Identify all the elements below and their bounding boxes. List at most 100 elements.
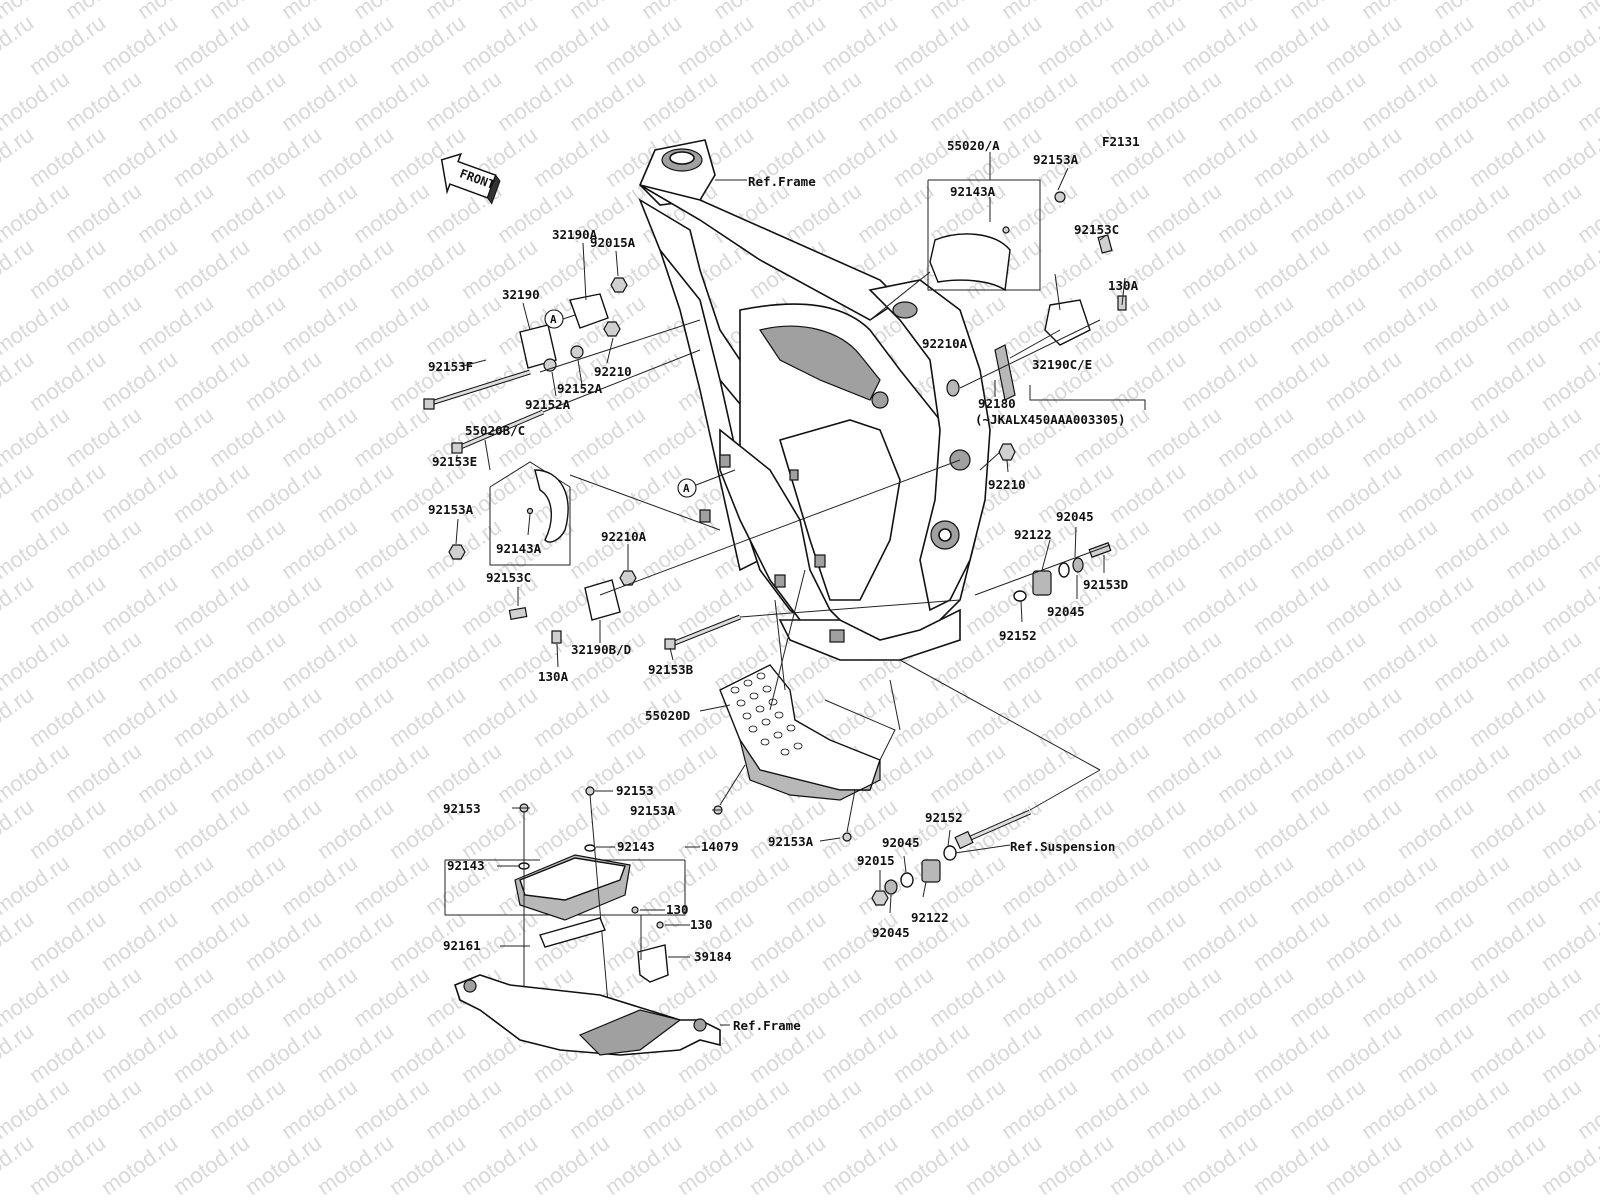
watermark-text: motod.ru [1393,906,1478,976]
watermark-text: motod.ru [1465,906,1550,976]
part-label-92143-a: 92143 [617,839,655,854]
watermark-text: motod.ru [1501,626,1586,696]
skid-plate-holes [730,672,803,756]
watermark-text: motod.ru [1213,290,1298,360]
watermark-text: motod.ru [1105,906,1190,976]
watermark-text: motod.ru [421,738,506,808]
watermark-text: motod.ru [709,1074,794,1144]
watermark-text: motod.ru [853,1074,938,1144]
watermark-text: motod.ru [817,906,902,976]
watermark-text: motod.ru [241,458,326,528]
watermark-text: motod.ru [961,10,1046,80]
watermark-text: motod.ru [1249,1018,1334,1088]
watermark-text: motod.ru [781,850,866,920]
watermark-text: motod.ru [745,10,830,80]
watermark-text: motod.ru [241,794,326,864]
watermark-text: motod.ru [1321,1130,1406,1200]
skid-plate-hole [780,748,790,756]
watermark-text: motod.ru [277,66,362,136]
skid-plate-hole [755,705,765,713]
watermark-text: motod.ru [385,570,470,640]
callout-a-left: A [550,313,557,326]
watermark-text: motod.ru [817,1018,902,1088]
watermark-text: motod.ru [313,794,398,864]
watermark-text: motod.ru [133,514,218,584]
skid-plate-hole [730,686,740,694]
watermark-text: motod.ru [241,1018,326,1088]
watermark-text: motod.ru [313,10,398,80]
watermark-text: motod.ru [133,66,218,136]
part-label-92143a-top: 92143A [950,184,996,199]
watermark-text: motod.ru [1465,10,1550,80]
watermark-text: motod.ru [277,290,362,360]
watermark-text: motod.ru [133,178,218,248]
watermark-text: motod.ru [1105,682,1190,752]
watermark-text: motod.ru [1321,570,1406,640]
watermark-text: motod.ru [1105,234,1190,304]
watermark-text: motod.ru [1141,66,1226,136]
watermark-text: motod.ru [61,738,146,808]
watermark-text: motod.ru [745,1130,830,1200]
watermark-text: motod.ru [1429,290,1514,360]
watermark-text: motod.ru [169,234,254,304]
leader-lines [455,167,1126,1026]
watermark-text: motod.ru [961,1130,1046,1200]
watermark-text: motod.ru [97,906,182,976]
watermark-text: motod.ru [97,794,182,864]
watermark-text: motod.ru [1141,626,1226,696]
watermark-text: motod.ru [1249,570,1334,640]
watermark-text: motod.ru [61,962,146,1032]
skid-plate-hole [774,711,784,719]
watermark-text: motod.ru [1465,458,1550,528]
watermark-text: motod.ru [1141,178,1226,248]
watermark-text: motod.ru [637,626,722,696]
watermark-text: motod.ru [277,962,362,1032]
watermark-text: motod.ru [1465,570,1550,640]
watermark-text: motod.ru [1393,458,1478,528]
watermark-text: motod.ru [25,682,110,752]
watermark-text: motod.ru [529,122,614,192]
watermark-text: motod.ru [1285,290,1370,360]
main-frame [638,139,991,661]
watermark-text: motod.ru [241,122,326,192]
shock-bolt-group [871,659,1101,906]
watermark-text: motod.ru [277,402,362,472]
watermark-text: motod.ru [1501,1074,1586,1144]
part-label-92153b: 92153B [648,662,694,677]
watermark-text: motod.ru [601,346,686,416]
watermark-text: motod.ru [1465,122,1550,192]
watermark-text: motod.ru [1321,10,1406,80]
watermark-text: motod.ru [1141,962,1226,1032]
watermark-text: motod.ru [997,178,1082,248]
watermark-text: motod.ru [1105,794,1190,864]
left-upper-group: A A [423,277,961,650]
part-label-32190a: 32190A [552,227,598,242]
part-label-92045-d: 92045 [872,925,910,940]
watermark-text: motod.ru [25,570,110,640]
watermark-text: motod.ru [1429,1074,1514,1144]
part-label-39184: 39184 [694,949,732,964]
watermark-text: motod.ru [205,66,290,136]
watermark-text: motod.ru [277,738,362,808]
part-label-92161: 92161 [443,938,481,953]
watermark-text: motod.ru [1465,682,1550,752]
watermark-text: motod.ru [457,1130,542,1200]
watermark-text: motod.ru [1069,178,1154,248]
part-label-32190bd: 32190B/D [571,642,631,657]
watermark-text: motod.ru [997,962,1082,1032]
watermark-text: motod.ru [1465,234,1550,304]
watermark-text: motod.ru [997,738,1082,808]
watermark-text: motod.ru [1177,906,1262,976]
part-label-92152-low: 92152 [925,810,963,825]
watermark-text: motod.ru [25,794,110,864]
watermark-text: motod.ru [1429,66,1514,136]
watermark-text: motod.ru [1177,346,1262,416]
watermark-text: motod.ru [997,1074,1082,1144]
watermark-text: motod.ru [1177,10,1262,80]
watermark-text: motod.ru [961,906,1046,976]
watermark-text: motod.ru [1429,962,1514,1032]
part-label-14079: 14079 [701,839,739,854]
watermark-text: motod.ru [205,738,290,808]
watermark-text: motod.ru [349,66,434,136]
watermark-text: motod.ru [1465,346,1550,416]
